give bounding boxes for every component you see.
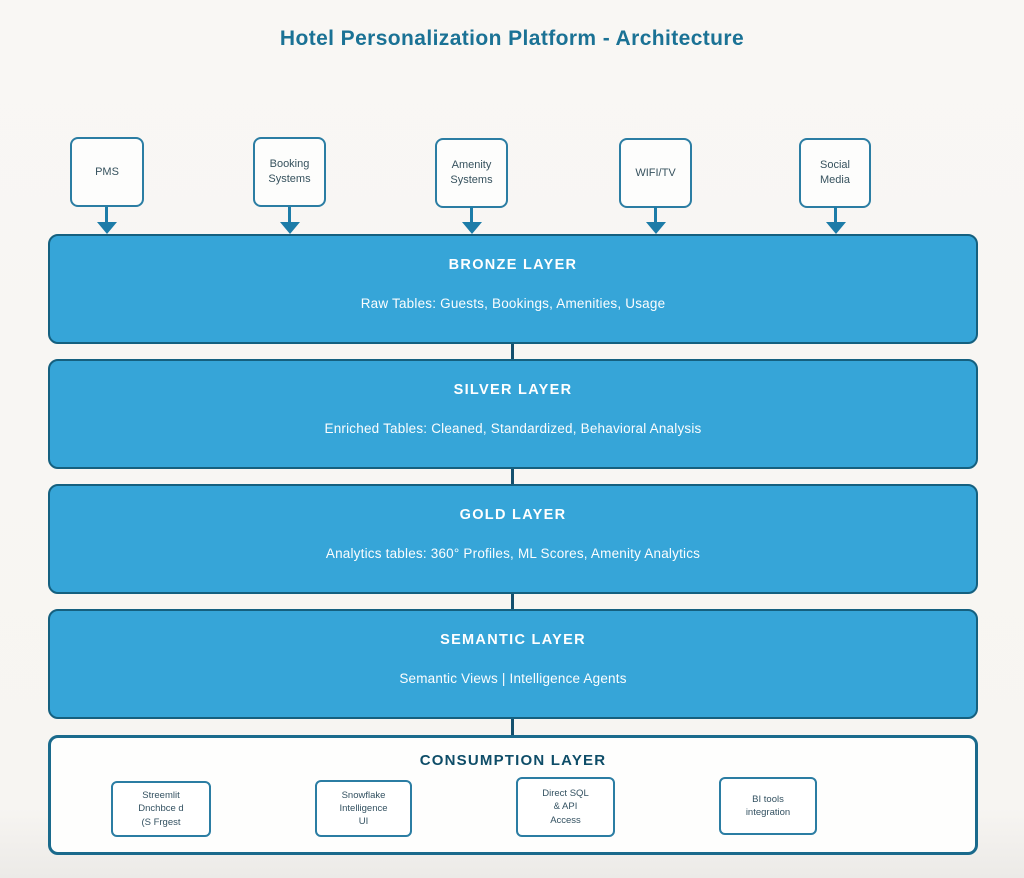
silver-layer-subtitle: Enriched Tables: Cleaned, Standardized, … [324,421,702,436]
arrow-stem [288,207,291,223]
consumption-box-streamlit-label: Streemlit Dnchbce d (S Frgest [138,790,184,828]
consumption-box-snowflake-intelligence: Snowflake Intelligence UI [315,780,412,837]
arrow-stem [654,207,657,223]
source-label-wifi-tv: WIFI/TV [635,166,676,179]
source-label-amenity-systems: Amenity Systems [450,159,493,186]
source-label-pms: PMS [95,165,119,178]
semantic-layer-title: SEMANTIC LAYER [440,632,586,648]
source-label-social-media: Social Media [820,159,850,186]
semantic-layer: SEMANTIC LAYER Semantic Views | Intellig… [48,609,978,719]
arrow-stem [470,207,473,223]
page-title: Hotel Personalization Platform - Archite… [279,27,745,50]
arrow-down-icon [97,222,117,234]
bronze-layer-subtitle: Raw Tables: Guests, Bookings, Amenities,… [360,296,666,311]
arrow-down-icon [826,222,846,234]
source-box-social-media: Social Media [799,138,871,208]
consumption-layer: CONSUMPTION LAYER Streemlit Dnchbce d (S… [48,735,978,855]
semantic-layer-subtitle: Semantic Views | Intelligence Agents [399,671,627,686]
arrow-down-icon [280,222,300,234]
consumption-box-bi-tools-label: BI tools integration [745,793,791,818]
gold-layer-subtitle: Analytics tables: 360° Profiles, ML Scor… [325,546,701,561]
consumption-layer-title: CONSUMPTION LAYER [419,752,607,769]
arrow-down-icon [646,222,666,234]
consumption-box-direct-sql-api-label: Direct SQL & API Access [542,788,589,826]
gold-layer: GOLD LAYER Analytics tables: 360° Profil… [48,484,978,594]
connector-gold-semantic [511,594,514,609]
connector-silver-gold [511,469,514,484]
source-box-booking-systems: Booking Systems [253,137,326,207]
bronze-layer-title: BRONZE LAYER [448,257,578,273]
bronze-layer: BRONZE LAYER Raw Tables: Guests, Booking… [48,234,978,344]
consumption-box-bi-tools: BI tools integration [719,777,817,835]
connector-bronze-silver [511,344,514,359]
gold-layer-title: GOLD LAYER [459,507,567,523]
consumption-box-streamlit: Streemlit Dnchbce d (S Frgest [111,781,211,837]
arrow-down-icon [462,222,482,234]
source-box-pms: PMS [70,137,144,207]
silver-layer: SILVER LAYER Enriched Tables: Cleaned, S… [48,359,978,469]
arrow-stem [834,207,837,223]
source-box-wifi-tv: WIFI/TV [619,138,692,208]
source-box-amenity-systems: Amenity Systems [435,138,508,208]
silver-layer-title: SILVER LAYER [453,382,573,398]
connector-semantic-consumption [511,719,514,735]
consumption-box-snowflake-intelligence-label: Snowflake Intelligence UI [339,789,388,828]
arrow-stem [105,207,108,223]
source-label-booking-systems: Booking Systems [268,158,311,185]
consumption-box-direct-sql-api: Direct SQL & API Access [516,777,615,837]
